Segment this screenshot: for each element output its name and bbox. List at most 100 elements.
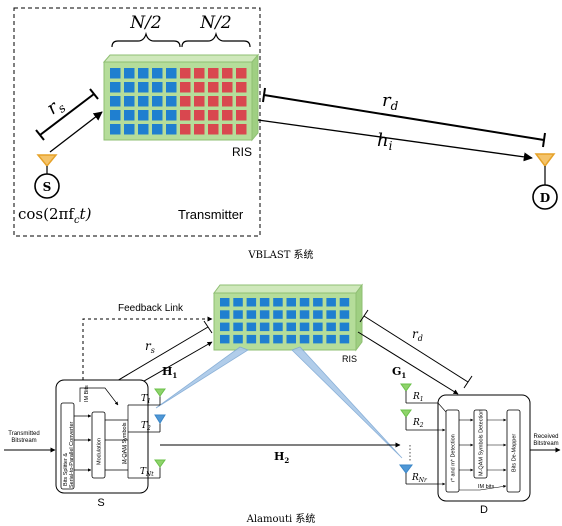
beam-ris-to-rx — [291, 346, 403, 459]
label-rd-bottom: rd — [412, 327, 423, 343]
ris-element — [110, 82, 121, 93]
label-rs-bottom: rs — [145, 339, 155, 355]
label-s2p: Serial-to-Parallel Converter — [69, 422, 75, 488]
ris-panel-top — [102, 53, 260, 142]
ris-element — [180, 68, 191, 79]
arrow-g1 — [357, 331, 459, 395]
ris-element — [339, 298, 350, 307]
ris-element — [180, 82, 191, 93]
ris-element — [313, 298, 323, 307]
ris-element — [180, 124, 191, 135]
ris-element — [208, 110, 219, 121]
tx-antenna-1 — [128, 388, 166, 406]
label-bits-splitter: Bits Splitter & — [63, 453, 69, 486]
ris-element — [124, 96, 135, 107]
label-demapper: Bits De-Mapper — [512, 434, 518, 472]
ris-element — [236, 82, 247, 93]
caption-alamouti: Alamouti 系统 — [246, 512, 316, 525]
label-tnt: TNt — [140, 467, 154, 478]
ris-element — [339, 310, 350, 319]
ris-element — [208, 82, 219, 93]
label-rx-bitstream-1: Received — [533, 434, 558, 440]
label-transmitter: Transmitter — [178, 207, 244, 222]
ris-element — [138, 110, 149, 121]
ris-element — [152, 124, 163, 135]
ris-bottom-elements — [220, 298, 350, 344]
ris-element — [313, 322, 323, 332]
ris-element — [110, 68, 121, 79]
ris-element — [222, 68, 233, 79]
ris-element — [166, 68, 177, 79]
ris-element — [339, 334, 350, 344]
ris-element — [326, 310, 336, 319]
ris-element — [208, 68, 219, 79]
ris-element — [236, 124, 247, 135]
ris-element — [180, 110, 191, 121]
ris-panel-bottom — [213, 283, 363, 352]
ris-element — [233, 298, 243, 307]
ris-element — [166, 82, 177, 93]
ris-element — [233, 310, 243, 319]
ris-element — [124, 110, 135, 121]
label-hi-top: hi — [377, 130, 393, 153]
ris-element — [259, 298, 270, 307]
ris-element — [222, 124, 233, 135]
ris-element — [259, 334, 270, 344]
ris-element — [259, 310, 270, 319]
ris-element — [110, 124, 121, 135]
label-ris-bottom: RIS — [342, 354, 357, 364]
ris-element — [273, 310, 283, 319]
rx-antenna-2 — [400, 409, 438, 431]
tx-antenna-nt — [128, 459, 166, 479]
brace-right — [181, 31, 251, 48]
ris-element — [208, 124, 219, 135]
label-d-block: D — [480, 504, 488, 516]
ris-element — [273, 298, 283, 307]
ris-element — [220, 310, 230, 319]
label-rd-top: rd — [382, 90, 399, 113]
label-modulation: Modulation — [97, 438, 103, 465]
caption-vblast: VBLAST 系统 — [247, 248, 313, 261]
label-rnr: RNr — [411, 473, 428, 484]
ris-element — [194, 96, 205, 107]
label-rx-bitstream-2: Bitstream — [533, 441, 558, 447]
ris-element — [152, 82, 163, 93]
label-carrier: cos(2πfct) — [18, 205, 92, 226]
label-t2: T2 — [141, 421, 151, 432]
ris-element — [326, 334, 336, 344]
ris-element — [233, 334, 243, 344]
ris-element — [138, 96, 149, 107]
label-tx-bitstream-1: Transmitted — [8, 431, 39, 437]
label-r2: R2 — [412, 418, 424, 429]
rx-antenna-nr — [399, 464, 438, 485]
tx-antenna-2 — [128, 414, 166, 433]
ris-element — [313, 310, 323, 319]
ris-element — [222, 96, 233, 107]
source-antenna — [34, 154, 60, 199]
label-source-top: S — [43, 180, 52, 194]
ris-element — [286, 334, 296, 344]
transmitter-box — [13, 7, 261, 237]
ris-element — [180, 96, 191, 107]
label-r1: R1 — [412, 392, 424, 403]
label-s-block: S — [97, 497, 104, 509]
ris-top-elements — [110, 68, 247, 135]
label-tx-bitstream-2: Bitstream — [11, 438, 36, 444]
ris-element — [236, 68, 247, 79]
demapper-box — [506, 409, 521, 493]
detection-box — [445, 409, 460, 493]
ris-element — [110, 96, 121, 107]
ris-element — [222, 110, 233, 121]
label-h2: H2 — [274, 450, 289, 465]
ris-element — [194, 68, 205, 79]
alamouti-diagram: RIS Feedback Link rs H1 rd G1 H2 — [4, 283, 561, 516]
ris-element — [246, 334, 257, 344]
ris-element — [299, 298, 310, 307]
ris-element — [152, 96, 163, 107]
ris-element — [339, 322, 350, 332]
vblast-diagram: N/2 N/2 RIS S cos(2πfct) Transmitter rs — [13, 7, 558, 237]
ris-element — [286, 322, 296, 332]
ris-element — [138, 82, 149, 93]
ris-element — [286, 298, 296, 307]
